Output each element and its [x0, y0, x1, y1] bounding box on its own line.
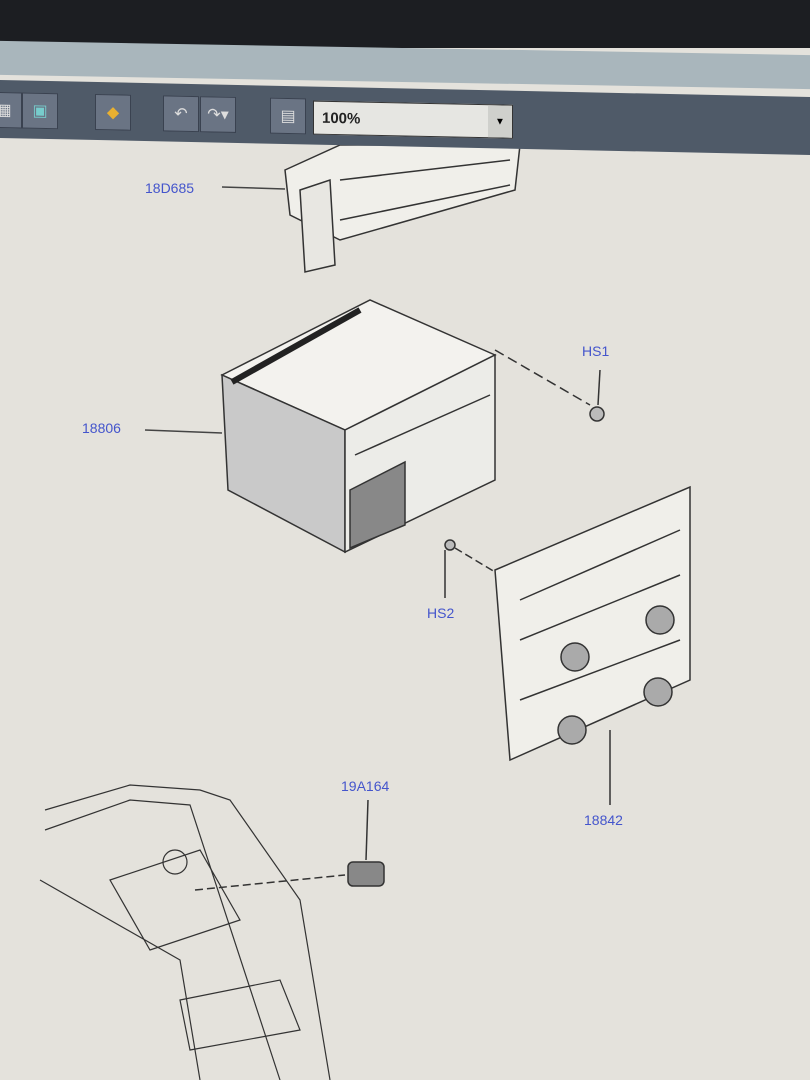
part-18842-control-panel	[494, 485, 691, 762]
notes-icon[interactable]: ▤	[270, 97, 306, 135]
monitor-icon[interactable]: ▣	[22, 92, 58, 130]
screen-bezel	[0, 0, 810, 48]
console-outline	[39, 784, 331, 1080]
tools-icon[interactable]: ◆	[95, 93, 131, 131]
callout-hs1[interactable]: HS1	[582, 343, 610, 359]
callout-18d685[interactable]: 18D685	[145, 180, 195, 196]
chevron-down-icon[interactable]: ▼	[488, 105, 512, 138]
zoom-select[interactable]: 100% ▼	[313, 100, 513, 139]
callout-18806[interactable]: 18806	[82, 420, 121, 436]
part-19a164-usb	[347, 861, 385, 887]
callout-hs2[interactable]: HS2	[427, 605, 455, 621]
callout-18842[interactable]: 18842	[584, 812, 623, 828]
callout-19a164[interactable]: 19A164	[341, 778, 390, 794]
undo-icon[interactable]: ↶	[163, 95, 199, 133]
redo-icon[interactable]: ↷▾	[200, 96, 236, 133]
screw-hs1	[589, 406, 605, 422]
part-18D685-bracket	[284, 144, 521, 273]
screw-hs2	[444, 539, 456, 551]
zoom-value: 100%	[322, 109, 361, 128]
part-18806-radio-unit	[220, 299, 497, 554]
view-icon[interactable]: ▦	[0, 91, 22, 129]
